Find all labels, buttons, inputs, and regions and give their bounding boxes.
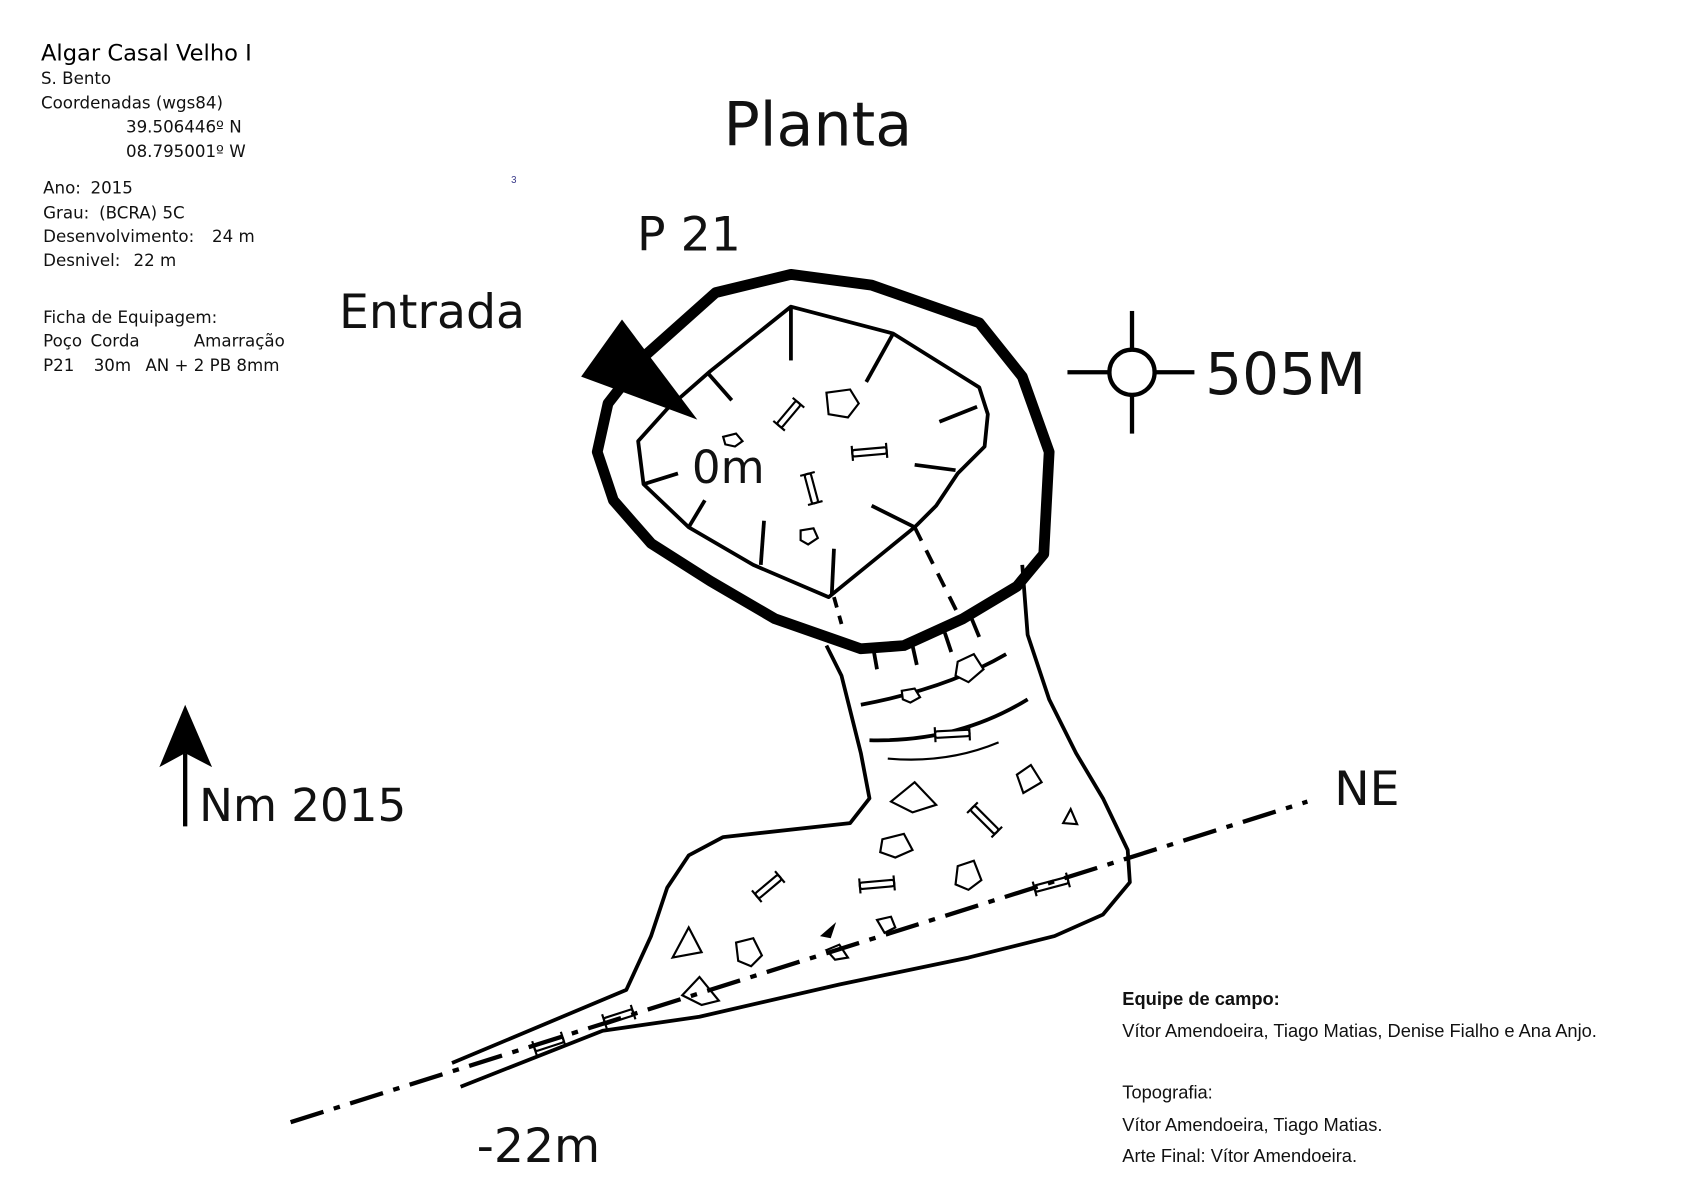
entrance-label: Entrada (339, 285, 525, 340)
shaft-inner (636, 304, 990, 670)
grau-label: Grau: (43, 203, 89, 222)
cave-passage (451, 564, 1132, 1089)
altitude-label: 505M (1205, 340, 1366, 408)
latitude: 39.506446º N (126, 117, 242, 136)
longitude: 08.795001º W (126, 142, 246, 161)
team-members: Vítor Amendoeira, Tiago Matias, Denise F… (1122, 1020, 1597, 1041)
direction-label: NE (1334, 762, 1399, 817)
coords-label: Coordenadas (wgs84) (41, 94, 223, 113)
topo-title: Topografia: (1122, 1082, 1212, 1103)
desnivel-label: Desnivel: (43, 251, 120, 270)
top-depth-label: 0m (692, 441, 765, 494)
north-label: Nm 2015 (199, 779, 406, 832)
desnivel-value: 22 m (134, 251, 177, 270)
credits: Equipe de campo: Vítor Amendoeira, Tiago… (1122, 988, 1597, 1166)
equipment-cell-corda: 30m (94, 356, 131, 375)
team-title: Equipe de campo: (1122, 988, 1279, 1009)
locality: S. Bento (41, 69, 111, 88)
equipment-cell-amarracao: AN + 2 PB 8mm (145, 356, 279, 375)
rock-symbols (670, 388, 1079, 1007)
benchmark-icon (1067, 310, 1195, 434)
equipment-header-poco: Poço (43, 331, 82, 350)
north-arrow-icon (159, 704, 213, 827)
desenvolvimento-value: 24 m (212, 227, 255, 246)
equipment-header-corda: Corda (90, 331, 139, 350)
equipment-header-amarracao: Amarração (194, 331, 285, 350)
desenvolvimento-label: Desenvolvimento: (43, 227, 194, 246)
survey-line (289, 799, 1309, 1125)
grau-value: (BCRA) 5C (99, 203, 185, 222)
equipment-cell-poco: P21 (43, 356, 74, 375)
ano-value: 2015 (90, 179, 132, 198)
map-title: Planta (723, 90, 912, 160)
info-block: Algar Casal Velho I S. Bento Coordenadas… (41, 40, 517, 375)
entrance-arrow-icon (581, 319, 698, 420)
final-art: Arte Final: Vítor Amendoeira. (1122, 1145, 1357, 1166)
bottom-depth-label: -22m (477, 1119, 600, 1174)
map-labels: Planta P 21 Entrada 505M 0m -22m NE Nm 2… (199, 90, 1399, 1174)
topo-members: Vítor Amendoeira, Tiago Matias. (1122, 1114, 1382, 1135)
shaft-outer-ring (591, 268, 1055, 655)
ano-label: Ano: (43, 179, 81, 198)
anchor-symbols (531, 397, 1071, 1056)
shaft-label: P 21 (637, 208, 741, 263)
page-marker: 3 (511, 175, 516, 186)
cave-name: Algar Casal Velho I (41, 40, 252, 66)
flow-arrow-icon (819, 922, 837, 939)
equipment-title: Ficha de Equipagem: (43, 308, 217, 327)
